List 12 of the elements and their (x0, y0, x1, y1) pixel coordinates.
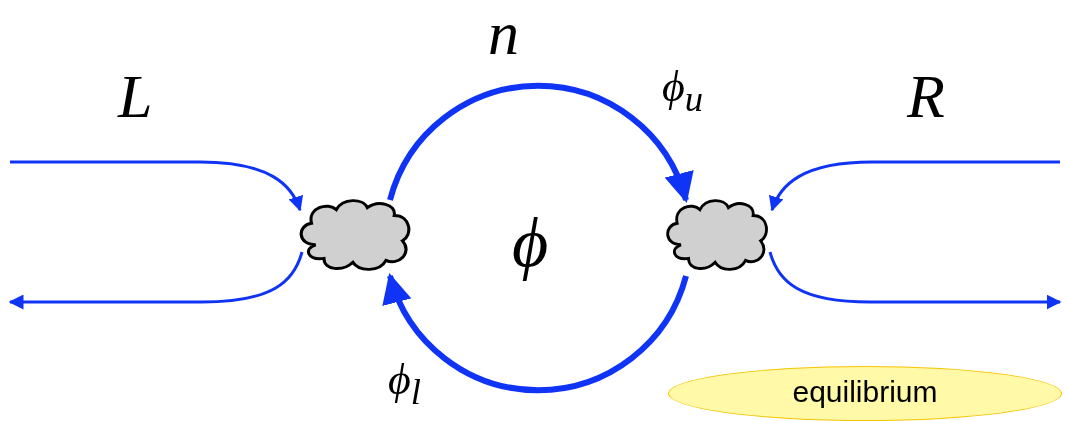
arrow (769, 160, 1060, 212)
arrow (384, 273, 689, 393)
math-symbol: L (118, 65, 153, 127)
math-symbol: R (907, 65, 945, 127)
arrow (8, 251, 304, 310)
bubble-text: equilibrium (791, 377, 939, 407)
math-symbol: ϕ$_{l}$ (388, 358, 421, 411)
math-symbol: ϕ$_{u}$ (662, 65, 704, 118)
arrow (768, 251, 1062, 310)
math-symbol: n (488, 2, 519, 64)
arrow (387, 83, 692, 203)
arrow (10, 160, 303, 212)
